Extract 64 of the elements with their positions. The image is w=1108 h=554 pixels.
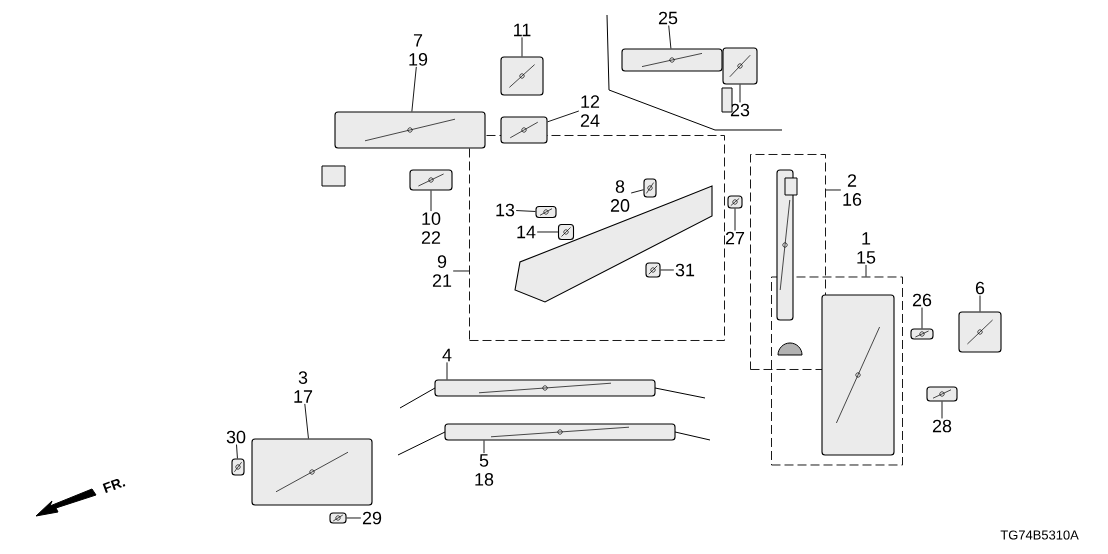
callout-number: 6 bbox=[975, 281, 985, 295]
rod-drawing bbox=[776, 169, 794, 321]
callout-number: 1 15 bbox=[857, 232, 876, 264]
callout-number: 13 bbox=[496, 203, 515, 217]
clip-drawing bbox=[643, 178, 657, 198]
leader-line bbox=[304, 403, 309, 439]
leader-line bbox=[430, 190, 432, 212]
leader-line bbox=[941, 401, 943, 419]
bolt-drawing bbox=[557, 223, 575, 241]
callout-number: 14 bbox=[517, 225, 536, 239]
leader-line bbox=[483, 440, 485, 454]
leader-line bbox=[630, 189, 644, 194]
handle-cap-drawing bbox=[500, 56, 544, 96]
callout-number: 4 bbox=[442, 348, 452, 362]
callout-number: 10 22 bbox=[421, 212, 441, 244]
leader-line bbox=[979, 295, 981, 312]
screw-drawing bbox=[329, 512, 347, 524]
screw-drawing bbox=[926, 386, 958, 402]
callout-number: 29 bbox=[362, 511, 382, 525]
leader-line bbox=[865, 264, 867, 277]
leader-line bbox=[452, 270, 470, 272]
leader-line bbox=[446, 361, 448, 380]
screw-drawing bbox=[910, 328, 934, 340]
leader-line bbox=[921, 307, 923, 329]
leader-line bbox=[346, 517, 362, 519]
leader-line bbox=[734, 208, 736, 231]
callout-number: 5 18 bbox=[475, 454, 494, 486]
door-handle-drawing bbox=[334, 111, 486, 149]
striker-drawing bbox=[958, 311, 1002, 353]
leader-line bbox=[236, 444, 238, 459]
gasket-drawing bbox=[500, 116, 548, 144]
callout-number: 2 16 bbox=[843, 174, 862, 206]
screw-drawing bbox=[535, 205, 557, 219]
drawing-number: TG74B5310A bbox=[1000, 530, 1079, 540]
cable-drawing bbox=[434, 379, 656, 397]
clip-drawing bbox=[231, 458, 245, 476]
gasket-drawing bbox=[409, 169, 453, 191]
leader-line bbox=[825, 189, 842, 191]
callout-number: 28 bbox=[932, 419, 952, 433]
callout-number: 12 24 bbox=[580, 95, 600, 127]
callout-number: 7 19 bbox=[409, 34, 428, 66]
callout-number: 27 bbox=[725, 231, 745, 245]
callout-number: 26 bbox=[912, 293, 932, 307]
inner-handle-drawing bbox=[251, 438, 373, 506]
leader-line bbox=[660, 269, 675, 271]
group-outline bbox=[771, 276, 903, 466]
cable-drawing bbox=[444, 423, 676, 441]
leader-line bbox=[515, 210, 536, 212]
leader-line bbox=[521, 36, 523, 57]
door-lock-drawing bbox=[821, 294, 895, 456]
group-outline bbox=[750, 154, 826, 370]
callout-number: 8 20 bbox=[610, 180, 630, 212]
callout-number: 31 bbox=[675, 263, 695, 277]
callout-number: 11 bbox=[514, 23, 531, 37]
direction-label: FR. bbox=[102, 479, 126, 493]
leader-line bbox=[411, 66, 417, 112]
group-outline bbox=[469, 135, 725, 341]
screw-drawing bbox=[727, 195, 743, 209]
callout-number: 3 17 bbox=[294, 371, 313, 403]
nut-drawing bbox=[645, 262, 661, 278]
leader-line bbox=[547, 110, 580, 123]
callout-number: 30 bbox=[226, 430, 246, 444]
leader-line bbox=[536, 231, 559, 233]
callout-number: 9 21 bbox=[432, 255, 452, 287]
